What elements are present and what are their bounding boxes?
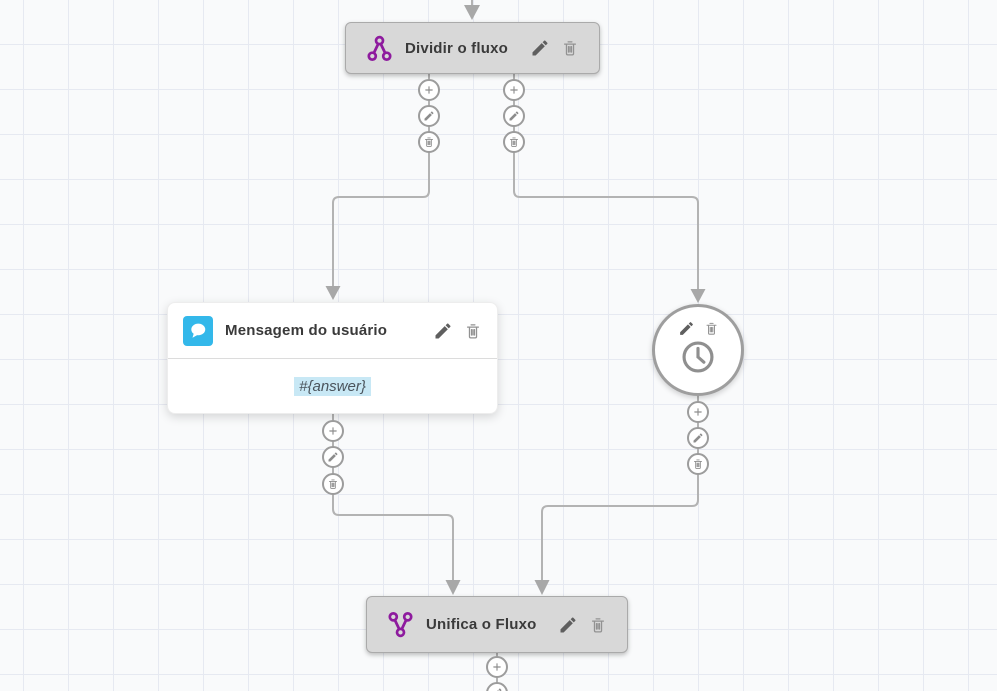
node-user-message[interactable]: Mensagem do usuário #{answer} xyxy=(167,302,498,414)
node-timer[interactable] xyxy=(652,304,744,396)
add-plus-icon[interactable] xyxy=(418,79,440,101)
delete-trash-icon[interactable] xyxy=(464,322,482,340)
edit-pencil-icon[interactable] xyxy=(322,446,344,468)
delete-trash-icon[interactable] xyxy=(687,453,709,475)
edit-pencil-icon[interactable] xyxy=(687,427,709,449)
edge-timer-to-merge xyxy=(534,396,699,595)
add-plus-icon[interactable] xyxy=(322,420,344,442)
clock-icon xyxy=(679,338,717,376)
add-plus-icon[interactable] xyxy=(503,79,525,101)
edit-pencil-icon[interactable] xyxy=(558,615,578,635)
node-merge-flow[interactable]: Unifica o Fluxo xyxy=(366,596,628,653)
node-title: Dividir o fluxo xyxy=(405,39,509,57)
edit-pencil-icon[interactable] xyxy=(503,105,525,127)
branch-split-icon xyxy=(366,35,393,62)
edit-pencil-icon[interactable] xyxy=(418,105,440,127)
edge-incoming-top xyxy=(464,0,480,20)
add-plus-icon[interactable] xyxy=(486,656,508,678)
branch-merge-icon xyxy=(387,611,414,638)
edit-pencil-icon[interactable] xyxy=(530,38,550,58)
node-title: Unifica o Fluxo xyxy=(426,616,537,633)
message-variable-value: #{answer} xyxy=(294,376,371,396)
delete-trash-icon[interactable] xyxy=(322,473,344,495)
edge-split-to-timer xyxy=(513,74,706,303)
edge-split-to-message xyxy=(325,74,430,300)
delete-trash-icon[interactable] xyxy=(561,39,579,57)
chat-bubble-icon xyxy=(183,315,213,346)
node-title: Mensagem do usuário xyxy=(225,322,388,339)
delete-trash-icon[interactable] xyxy=(503,131,525,153)
node-split-flow[interactable]: Dividir o fluxo xyxy=(345,22,600,74)
edge-message-to-merge xyxy=(332,414,461,595)
delete-trash-icon[interactable] xyxy=(589,616,607,634)
delete-trash-icon[interactable] xyxy=(704,321,719,336)
edit-pencil-icon[interactable] xyxy=(433,321,453,341)
delete-trash-icon[interactable] xyxy=(418,131,440,153)
add-plus-icon[interactable] xyxy=(687,401,709,423)
edit-pencil-icon[interactable] xyxy=(678,320,695,337)
